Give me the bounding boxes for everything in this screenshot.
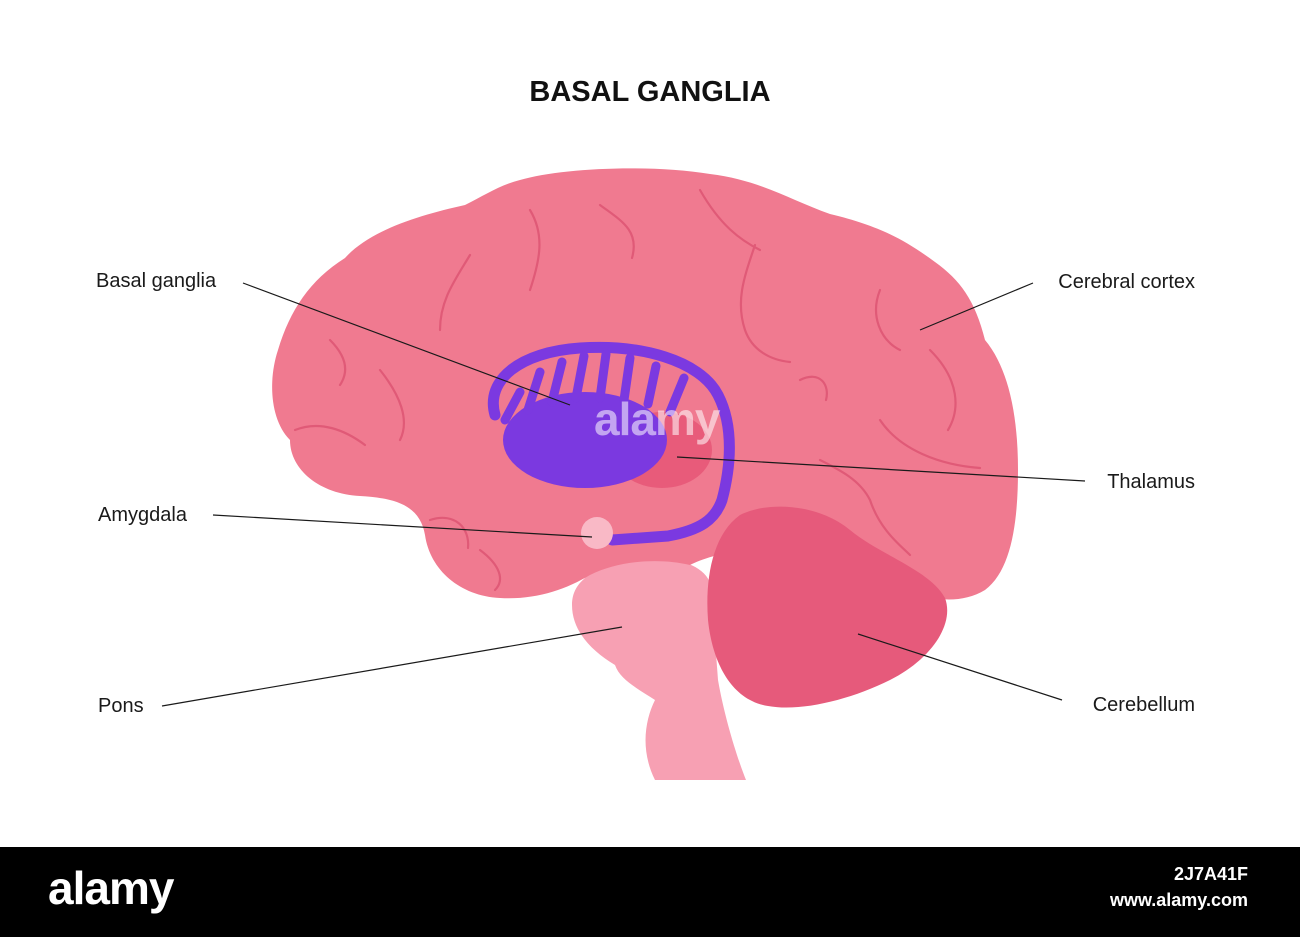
watermark-id-block: 2J7A41F www.alamy.com (1110, 861, 1248, 913)
label-basal-ganglia: Basal ganglia (96, 270, 217, 292)
cerebellum-leader (857, 633, 1063, 701)
site-url: www.alamy.com (1109, 890, 1248, 910)
watermark-footer: alamy 2J7A41F www.alamy.com (0, 847, 1300, 937)
basal-ganglia-leader (242, 282, 571, 406)
center-watermark: alamy (594, 393, 720, 445)
amygdala-shape (581, 517, 613, 549)
alamy-logo: alamy (48, 862, 174, 914)
label-amygdala: Amygdala (98, 504, 188, 526)
basal-ganglia-diagram: BASAL GANGLIA Basal ganglia (96, 76, 1195, 780)
cerebellum-shape (707, 506, 948, 708)
brainstem-shape (572, 559, 746, 780)
diagram-title: BASAL GANGLIA (529, 76, 770, 108)
thalamus-leader (676, 456, 1086, 482)
cerebral-cortex-leader (919, 282, 1034, 331)
label-cerebellum: Cerebellum (1093, 694, 1195, 716)
label-thalamus: Thalamus (1107, 471, 1195, 493)
cerebrum-shape (272, 168, 1018, 600)
label-pons: Pons (98, 695, 144, 717)
pons-leader (161, 626, 623, 707)
cortex-gyri (293, 188, 982, 592)
amygdala-leader (212, 514, 593, 538)
image-id: 2J7A41F (1173, 864, 1248, 884)
label-cerebral-cortex: Cerebral cortex (1058, 271, 1195, 293)
